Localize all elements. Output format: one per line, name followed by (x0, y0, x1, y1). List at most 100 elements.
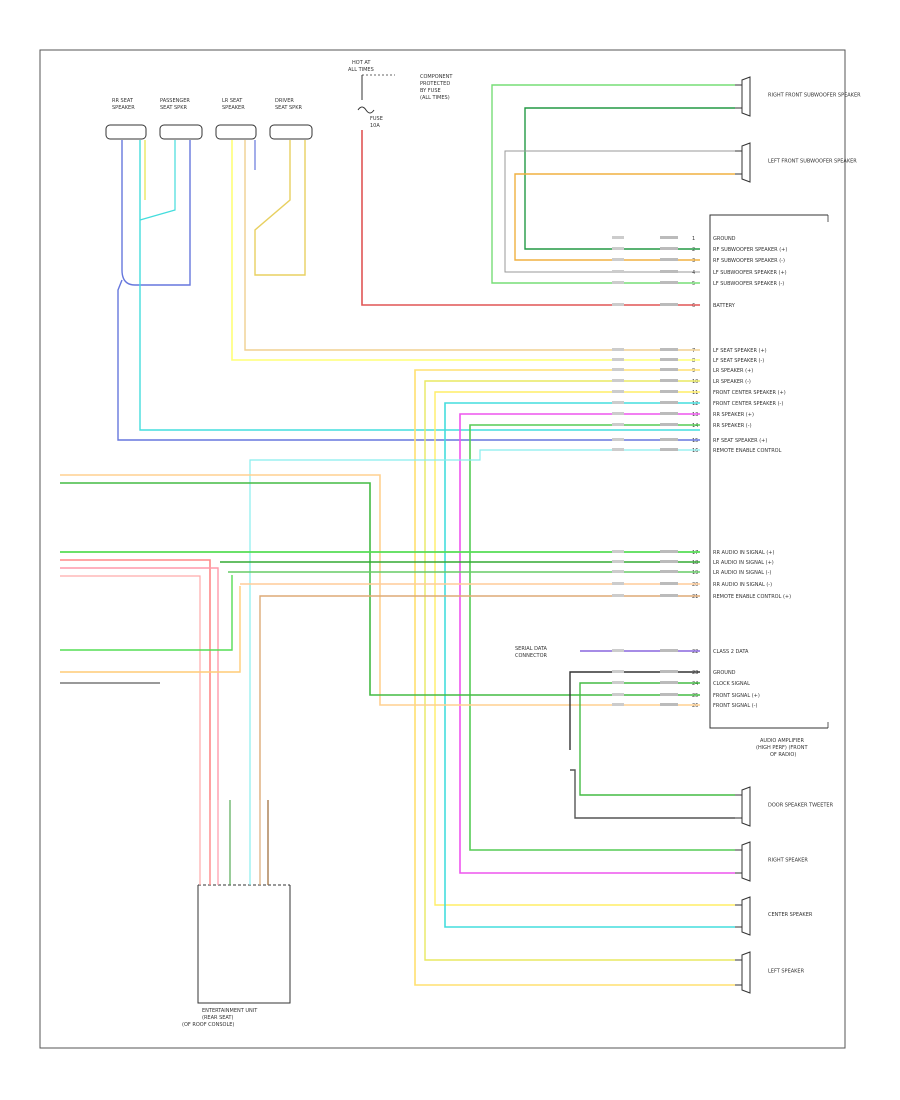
wire-pink-1 (60, 559, 211, 800)
wire-code-mark (660, 390, 678, 393)
wire-code-mark (660, 550, 678, 553)
pin-label: LR SPEAKER (-) (713, 379, 751, 385)
wire-code-mark (660, 649, 678, 652)
pin-label: GROUND (713, 236, 736, 242)
pin-number: 22 (692, 649, 698, 655)
wire-code-mark (660, 401, 678, 404)
wire-blue-main (117, 279, 700, 441)
pin-label: RF SUBWOOFER SPEAKER (-) (713, 258, 785, 264)
passenger-seat-speaker: PASSENGER SEAT SPKR (159, 98, 203, 140)
wire-tan (244, 140, 700, 351)
wire-left-spk-plus (414, 369, 735, 986)
wire-code-mark (660, 560, 678, 563)
pin-number: 15 (692, 438, 698, 444)
svg-text:HOT AT: HOT AT (352, 60, 371, 66)
wire-code-mark (612, 348, 624, 351)
pin-label: LF SUBWOOFER SPEAKER (+) (713, 270, 787, 276)
wire-code-mark (612, 550, 624, 553)
svg-text:(OF ROOF CONSOLE): (OF ROOF CONSOLE) (182, 1022, 234, 1028)
wire-rf-sub-minus (524, 107, 735, 250)
pin-label: RF SEAT SPEAKER (+) (713, 438, 767, 444)
module-label-3: OF RADIO) (770, 752, 796, 758)
svg-text:FUSE: FUSE (370, 116, 383, 122)
pin-number: 20 (692, 582, 698, 588)
top-speaker-group: RR SEAT SPEAKER PASSENGER SEAT SPKR LR S… (105, 98, 313, 140)
pin-number: 18 (692, 560, 698, 566)
wire-gold-driver (254, 140, 306, 276)
pin-number: 7 (692, 348, 695, 354)
svg-text:PASSENGER: PASSENGER (160, 98, 190, 104)
pin-label: CLOCK SIGNAL (713, 681, 750, 687)
svg-text:PROTECTED: PROTECTED (420, 81, 450, 87)
wire-code-mark (660, 670, 678, 673)
wire-pink-2 (60, 567, 219, 800)
wire-code-mark (612, 358, 624, 361)
wire-code-mark (612, 670, 624, 673)
wire-code-mark (612, 582, 624, 585)
pin-number: 23 (692, 670, 698, 676)
pin-label: LR SPEAKER (+) (713, 368, 753, 374)
speaker-symbol: CENTER SPEAKER (735, 896, 813, 936)
wire-code-mark (612, 560, 624, 563)
wire-code-mark (612, 448, 624, 451)
pin-label: FRONT SIGNAL (-) (713, 703, 757, 709)
pin-number: 9 (692, 368, 695, 374)
svg-text:ALL TIMES: ALL TIMES (348, 67, 374, 73)
wire-code-mark (660, 438, 678, 441)
module-label-2: (HIGH PERF) (FRONT (756, 745, 808, 751)
wire-code-mark (660, 570, 678, 573)
svg-text:SEAT SPKR: SEAT SPKR (160, 105, 187, 111)
pin-number: 2 (692, 247, 695, 253)
pin-label: RR SPEAKER (+) (713, 412, 754, 418)
pin-label: FRONT CENTER SPEAKER (+) (713, 390, 786, 396)
wire-code-mark (612, 703, 624, 706)
entertainment-unit: ENTERTAINMENT UNIT (REAR SEAT) (OF ROOF … (182, 780, 291, 1028)
wire-left-green-2 (60, 575, 233, 651)
wire-code-mark (660, 379, 678, 382)
wire-tweeter-minus (570, 769, 735, 819)
wire-code-mark (612, 570, 624, 573)
wire-code-mark (612, 303, 624, 306)
pin-number: 12 (692, 401, 698, 407)
wire-left-tan (60, 474, 700, 706)
pin-label: FRONT CENTER SPEAKER (-) (713, 401, 783, 407)
wire-code-mark (612, 368, 624, 371)
module-label-1: AUDIO AMPLIFIER (760, 738, 804, 744)
fuse-block: HOT AT ALL TIMES FUSE 10A COMPONENT PROT… (348, 60, 453, 129)
pin-label: REMOTE ENABLE CONTROL (+) (713, 594, 791, 600)
svg-text:SERIAL DATA: SERIAL DATA (515, 646, 548, 652)
pin-number: 13 (692, 412, 698, 418)
wire-code-mark (612, 649, 624, 652)
speaker-label: DOOR SPEAKER TWEETER (768, 803, 834, 809)
wire-code-mark (660, 693, 678, 696)
wire-right-spk-minus (459, 413, 735, 874)
wire-blue-loop (121, 140, 191, 286)
svg-text:ENTERTAINMENT UNIT: ENTERTAINMENT UNIT (202, 1008, 258, 1014)
wire-code-mark (660, 303, 678, 306)
speaker-label: CENTER SPEAKER (768, 912, 813, 918)
wire-code-mark (612, 423, 624, 426)
wire-code-mark (660, 236, 678, 239)
wire-left-spk-minus (424, 380, 735, 961)
wire-code-mark (660, 368, 678, 371)
wire-pink-3 (60, 575, 201, 800)
pin-label: RR AUDIO IN SIGNAL (-) (713, 582, 772, 588)
pin-number: 19 (692, 570, 698, 576)
wire-code-mark (612, 390, 624, 393)
pin-label: FRONT SIGNAL (+) (713, 693, 760, 699)
speaker-symbol: RIGHT FRONT SUBWOOFER SPEAKER (735, 76, 861, 117)
svg-text:RR SEAT: RR SEAT (112, 98, 134, 104)
driver-seat-speaker: DRIVER SEAT SPKR (269, 98, 313, 140)
svg-text:CONNECTOR: CONNECTOR (515, 653, 548, 659)
wire-code-mark (612, 412, 624, 415)
pin-number: 16 (692, 448, 698, 454)
wire-color-codes (612, 236, 678, 706)
pin-label: LF SUBWOOFER SPEAKER (-) (713, 281, 784, 287)
pin-label: GROUND (713, 670, 736, 676)
pin-number: 3 (692, 258, 695, 264)
speaker-symbol: RIGHT SPEAKER (735, 841, 808, 882)
wire-left-green (60, 482, 700, 696)
wire-code-mark (660, 270, 678, 273)
svg-text:BY FUSE: BY FUSE (420, 88, 441, 94)
